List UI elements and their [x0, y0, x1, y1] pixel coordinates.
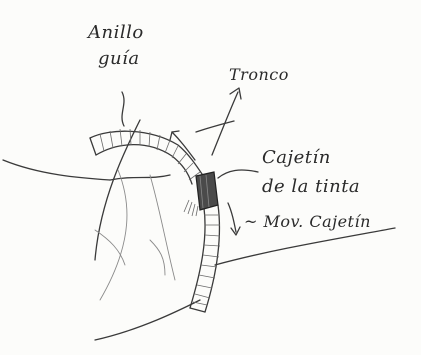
label-ring-line1: Anillo: [86, 22, 144, 43]
ring-hatching-top: [100, 129, 200, 180]
label-trunk: Tronco: [229, 65, 289, 84]
label-cartridge-line1: Cajetín: [262, 147, 331, 168]
guide-ring: [90, 129, 220, 312]
ring-hatching-bottom: [193, 215, 220, 305]
cartridge-bristles: [184, 200, 198, 216]
trunk-arrow: [196, 88, 241, 155]
leader-lines: [122, 92, 258, 178]
label-cartridge-line2: de la tinta: [262, 176, 360, 197]
movement-arrow: [228, 203, 240, 235]
ink-cartridge: [184, 172, 218, 216]
label-ring-line2: guía: [98, 48, 140, 69]
label-movement: ~ Mov. Cajetín: [244, 212, 371, 231]
rotation-arrow: [170, 131, 195, 160]
